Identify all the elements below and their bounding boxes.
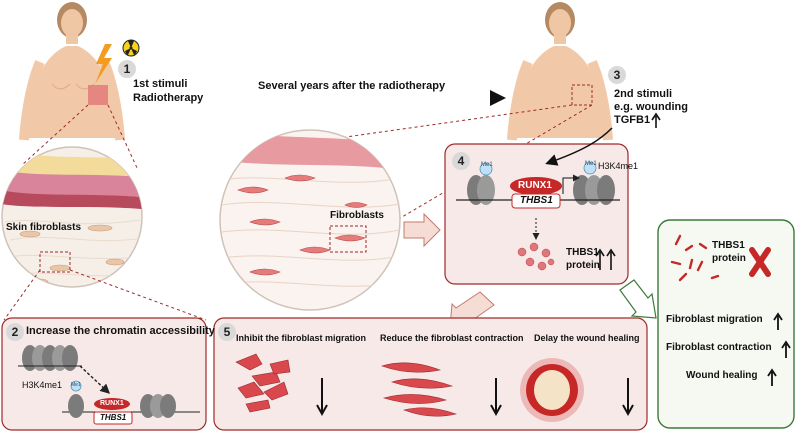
methyl-mark-icon — [70, 380, 82, 392]
thbs1-protein-line1: THBS1 — [566, 247, 599, 258]
radiation-icon — [122, 39, 140, 57]
thbs1-gene-box — [511, 193, 561, 209]
cross-icon — [749, 247, 771, 277]
methyl-mark-icon — [479, 162, 493, 176]
increase-arrow — [767, 368, 777, 386]
patient-figure-right — [507, 2, 613, 141]
step-5-badge: 5 — [218, 323, 236, 341]
step3-line3: TGFB1 — [614, 114, 651, 126]
nucleosome-left — [467, 175, 495, 205]
irradiated-skin-patch — [88, 85, 108, 105]
nucleosome-right — [573, 175, 615, 205]
panel-knockdown — [657, 219, 795, 429]
methyl-mark-label: Me1 — [585, 161, 597, 167]
runx1-label: RUNX1 — [518, 180, 552, 191]
opening-arrow — [79, 365, 111, 394]
timeline-label: Several years after the radiotherapy — [258, 80, 446, 92]
wound-icon — [520, 358, 584, 422]
h3k4me1-label: H3K4me1 — [598, 161, 639, 171]
fibroblast-migration-label: Fibroblast migration — [666, 314, 763, 325]
step-3-badge: 3 — [608, 66, 626, 84]
fibroblast-contraction-label: Fibroblast contraction — [666, 342, 772, 353]
block-arrow-down-right — [619, 279, 657, 319]
increase-arrow — [651, 112, 661, 128]
step2-title: Increase the chromatin accessibility — [26, 325, 215, 337]
step-1-badge: 1 — [118, 60, 136, 78]
thbs1-gene-label: THBS1 — [520, 195, 553, 206]
zoom-line — [21, 104, 89, 166]
step5-col2-title: Reduce the fibroblast contraction — [380, 333, 524, 343]
patient-figure-left — [19, 2, 125, 141]
protein-fragments — [670, 234, 720, 282]
zoom-line — [379, 104, 593, 231]
skin-section-circle — [1, 146, 143, 288]
runx1-label: RUNX1 — [100, 400, 124, 407]
increase-arrow — [773, 312, 783, 330]
transcription-arrow — [562, 174, 580, 194]
nucleosomes-closed — [22, 345, 78, 371]
fibroblasts-label: Fibroblasts — [330, 210, 384, 221]
lightning-icon — [95, 44, 112, 84]
runx1-blob — [510, 177, 562, 195]
nucleosome — [68, 394, 84, 418]
wound-region-box — [571, 84, 593, 106]
thbs1-protein-dots — [517, 242, 555, 271]
wound-healing-label: Wound healing — [686, 370, 758, 381]
h3k4me1-label: H3K4me1 — [22, 380, 63, 390]
increase-arrow — [781, 340, 791, 358]
step5-col3-title: Delay the wound healing — [534, 333, 640, 343]
methyl-mark-label: Me1 — [481, 162, 493, 168]
step5-col1-title: Inhibit the fibroblast migration — [236, 333, 366, 343]
methyl-mark-label: Me1 — [71, 382, 81, 388]
block-arrow-right — [403, 212, 441, 248]
methyl-mark-icon — [583, 161, 597, 175]
thbs1-protein-line2: protein — [566, 260, 600, 271]
elongated-fibroblasts — [381, 362, 458, 417]
thbs1-gene-box — [93, 411, 133, 425]
runx1-blob — [94, 398, 130, 410]
skin-fibroblasts-label: Skin fibroblasts — [6, 222, 82, 233]
thbs1-protein-line1: THBS1 — [712, 240, 745, 251]
step1-line1: 1st stimuli — [133, 78, 188, 90]
thbs1-gene-label: THBS1 — [100, 413, 127, 422]
thbs1-protein-line2: protein — [712, 253, 746, 264]
step-2-badge: 2 — [6, 323, 24, 341]
migrating-fibroblasts — [235, 353, 291, 413]
step-4-badge: 4 — [452, 152, 470, 170]
step3-line1: 2nd stimuli — [614, 88, 673, 100]
step1-line2: Radiotherapy — [133, 92, 204, 104]
step3-line2: e.g. wounding — [614, 101, 688, 113]
increase-arrows-icon — [595, 248, 616, 270]
stimulus-arrow — [545, 127, 613, 166]
